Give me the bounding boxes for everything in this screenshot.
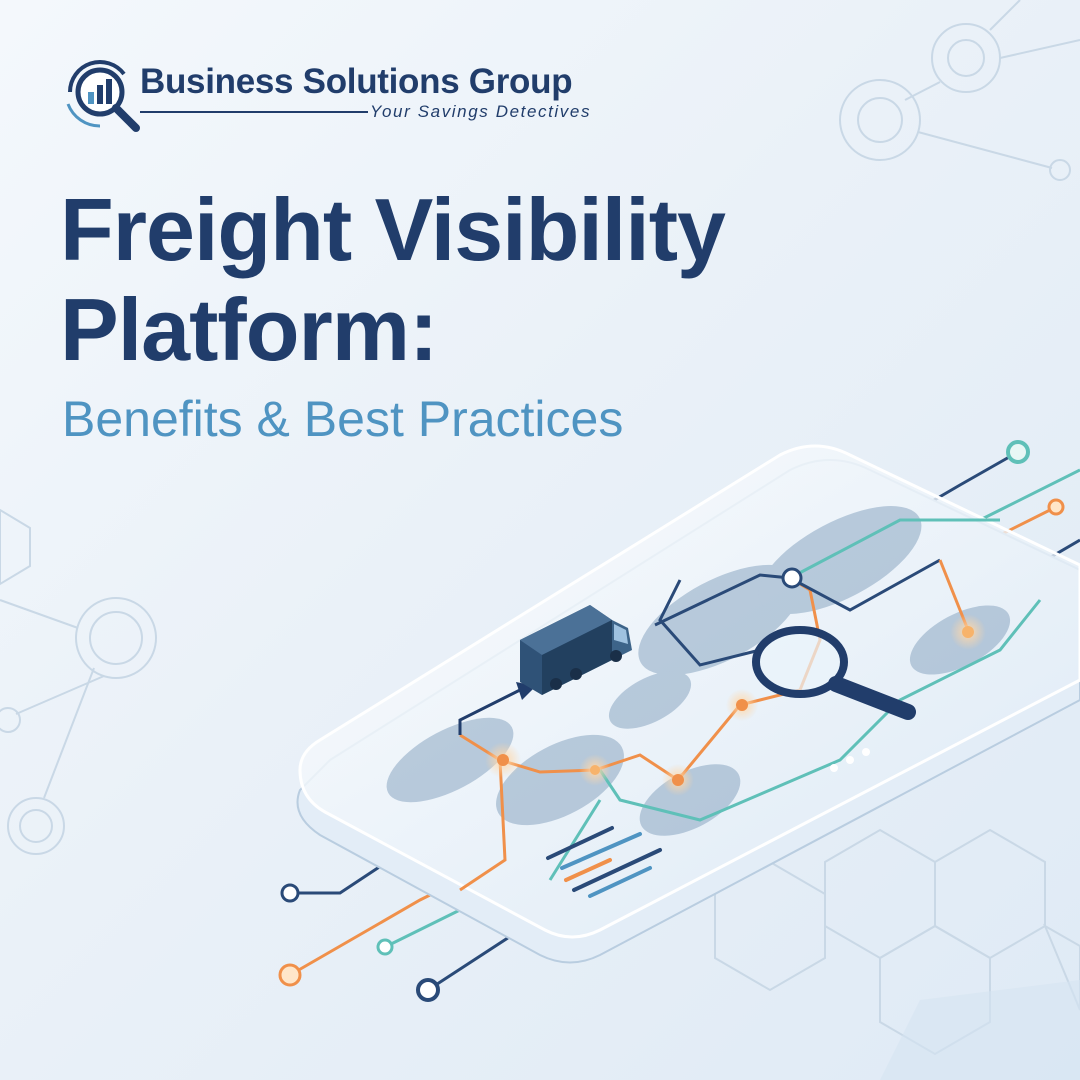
magnifying-glass-icon [752, 626, 916, 720]
network-node-icon [485, 567, 986, 796]
brand-tagline: Your Savings Detectives [370, 102, 592, 121]
page-title-line-1: Freight Visibility [60, 180, 726, 279]
magnifier-bar-chart-logo-icon [66, 60, 140, 132]
truck-icon [520, 605, 632, 695]
page-subtitle: Benefits & Best Practices [62, 391, 624, 447]
network-node-icon [1006, 440, 1065, 516]
page-title: Freight Visibility Platform: [60, 180, 880, 380]
dashboard-bars [546, 826, 662, 898]
brand-divider [140, 111, 368, 113]
network-node-icon [278, 883, 440, 1002]
page-title-line-2: Platform: [60, 280, 438, 379]
hexagon-icon [0, 508, 31, 586]
network-node-icon [0, 597, 157, 855]
carousel-dots [830, 748, 870, 772]
brand-name: Business Solutions Group [140, 62, 573, 101]
network-node-icon [839, 0, 1080, 181]
brand-logo[interactable]: Business Solutions Group Your Savings De… [60, 52, 600, 142]
route-lines [459, 518, 1042, 892]
